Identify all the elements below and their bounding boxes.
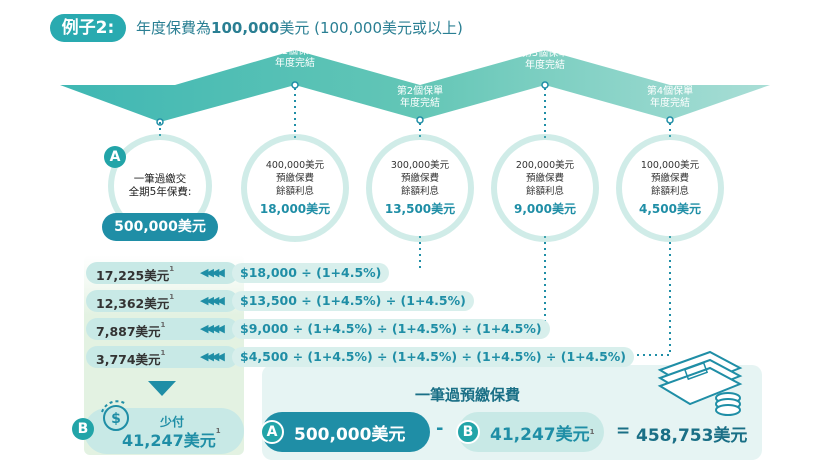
- minus-sign: -: [436, 418, 444, 439]
- title-amount: 100,000: [211, 19, 280, 37]
- vertex-dot: [416, 116, 424, 124]
- row-formula-3: $9,000 ÷ (1+4.5%) ÷ (1+4.5%) ÷ (1+4.5%): [232, 319, 550, 339]
- cash-stack-icon: [657, 350, 743, 416]
- down-arrow-icon: [148, 381, 176, 396]
- badge-b-small: B: [456, 420, 480, 444]
- discount-row-4: [86, 346, 238, 368]
- equals-sign: =: [616, 421, 631, 441]
- lump-sum-amount: 500,000美元: [102, 213, 218, 241]
- example-badge: 例子2:: [50, 14, 126, 42]
- arrows-icon: ◀◀◀◀: [200, 266, 225, 279]
- total-prepaid-amount: 500,000美元: [294, 424, 406, 445]
- interest-circle-4: 100,000美元 預繳保費 餘額利息 4,500美元: [622, 140, 718, 236]
- discount-row-1: [86, 262, 238, 284]
- badge-a: A: [104, 146, 126, 168]
- badge-a-small: A: [260, 420, 284, 444]
- row-result-1: 17,225美元1: [96, 265, 175, 283]
- row-result-2: 12,362美元1: [96, 293, 175, 311]
- title-prefix: 年度保費為: [136, 19, 212, 37]
- example-title: 年度保費為100,000美元 (100,000美元或以上): [136, 17, 463, 38]
- row-formula-1: $18,000 ÷ (1+4.5%): [232, 263, 390, 283]
- arrows-icon: ◀◀◀◀: [200, 350, 225, 363]
- top-label-3: 第3個保單年度完結: [521, 48, 569, 71]
- arrows-icon: ◀◀◀◀: [200, 322, 225, 335]
- interest-circle-1: 400,000美元 預繳保費 餘額利息 18,000美元: [247, 140, 343, 236]
- row-formula-2: $13,500 ÷ (1+4.5%) ÷ (1+4.5%): [232, 291, 474, 311]
- savings-label: 少付: [160, 415, 185, 429]
- row-result-3: 7,887美元1: [96, 321, 166, 339]
- arrows-icon: ◀◀◀◀: [200, 294, 225, 307]
- title-suffix: 美元 (100,000美元或以上): [279, 19, 463, 37]
- badge-b: B: [72, 418, 94, 440]
- vertex-dot: [541, 81, 549, 89]
- row-result-4: 3,774美元1: [96, 349, 166, 367]
- interest-circle-3: 200,000美元 預繳保費 餘額利息 9,000美元: [497, 140, 593, 236]
- vertex-dot: [666, 116, 674, 124]
- discount-row-3: [86, 318, 238, 340]
- vertex-dot: [291, 81, 299, 89]
- top-label-4: 第4個保單年度完結: [646, 86, 694, 109]
- svg-text:$: $: [111, 411, 121, 427]
- final-premium: 458,753美元: [636, 426, 748, 446]
- ribbon-band: [60, 50, 770, 122]
- discount-row-2: [86, 290, 238, 312]
- savings-summary-amount: 41,247美元: [490, 424, 590, 445]
- top-label-1: 第1個保單年度完結: [271, 46, 319, 69]
- top-label-2: 第2個保單年度完結: [396, 86, 444, 109]
- savings-pill: [84, 408, 244, 454]
- prepaid-title: 一筆過預繳保費: [415, 386, 521, 404]
- interest-circle-2: 300,000美元 預繳保費 餘額利息 13,500美元: [372, 140, 468, 236]
- dollar-coin-icon: $: [101, 400, 129, 431]
- row-formula-4: $4,500 ÷ (1+4.5%) ÷ (1+4.5%) ÷ (1+4.5%) …: [232, 347, 635, 367]
- savings-amount: 41,247美元1: [122, 427, 221, 450]
- total-prepaid-pill: A 500,000美元: [260, 412, 430, 452]
